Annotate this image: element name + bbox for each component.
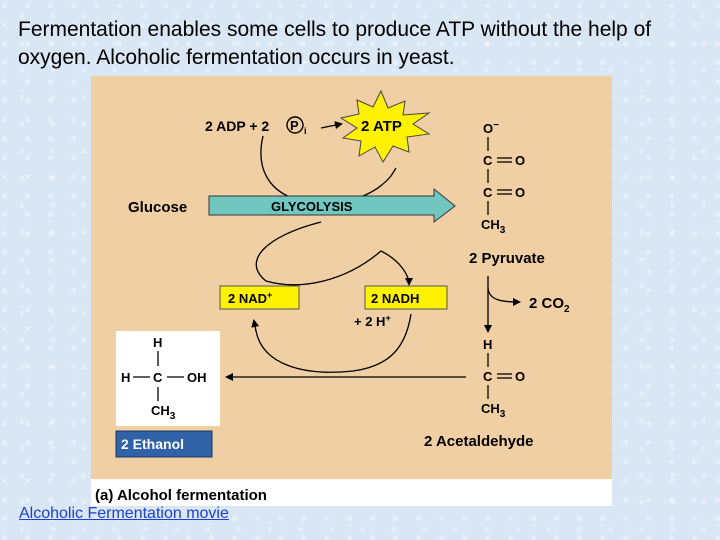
alcohol-fermentation-diagram: 2 ADP + 2 P i 2 ATP Glucose GLYCOLYSIS O… [91,76,612,506]
pyruvate-o1: O [515,153,525,168]
phosphate-subscript: i [304,126,307,136]
atp-release-arrow [320,121,343,130]
h-plus-label: + 2 H+ [354,313,391,329]
glycolysis-label: GLYCOLYSIS [271,199,353,214]
nad-regeneration-arrow [251,313,412,373]
adp-pi-label: 2 ADP + 2 [205,118,269,134]
acetaldehyde-ch3: CH3 [481,401,506,420]
nadh-box [364,285,448,310]
acetaldehyde-c: C [483,369,493,384]
ethanol-c: C [153,370,163,385]
ethanol-ch3: CH3 [151,403,176,422]
figure-caption: (a) Alcohol fermentation [95,487,267,504]
nadh-label: 2 NADH [371,291,419,306]
pyruvate-c2: C [483,185,493,200]
atp-label: 2 ATP [361,118,402,135]
caption-area [91,479,612,506]
pyruvate-ch3: CH3 [481,217,506,236]
fermentation-movie-link[interactable]: Alcoholic Fermentation movie [19,505,229,522]
ethanol-structure-box [116,331,220,426]
pyruvate-c1: C [483,153,493,168]
slide-title: Fermentation enables some cells to produ… [18,18,652,69]
acetaldehyde-o: O [515,369,525,384]
acetaldehyde-h: H [483,337,492,352]
glycolysis-arrow [208,187,456,224]
glucose-label: Glucose [128,199,187,216]
ethanol-h-top: H [153,335,162,350]
ethanol-h-left: H [121,370,130,385]
atp-burst [339,89,431,163]
pyruvate-o2: O [515,185,525,200]
pyruvate-o-minus: O− [483,120,499,136]
phosphate-p: P [290,118,299,133]
ethanol-oh: OH [187,370,207,385]
phosphate-circle [286,116,304,134]
ethanol-label: 2 Ethanol [121,436,184,452]
nad-label: 2 NAD+ [228,290,272,306]
co2-release-arrow [487,287,521,306]
acetaldehyde-label: 2 Acetaldehyde [424,433,534,450]
nad-box [219,285,300,310]
ethanol-label-box [115,430,213,458]
pyruvate-label: 2 Pyruvate [469,250,545,267]
nad-reduction-arrow [255,221,413,286]
co2-label: 2 CO2 [529,295,570,315]
